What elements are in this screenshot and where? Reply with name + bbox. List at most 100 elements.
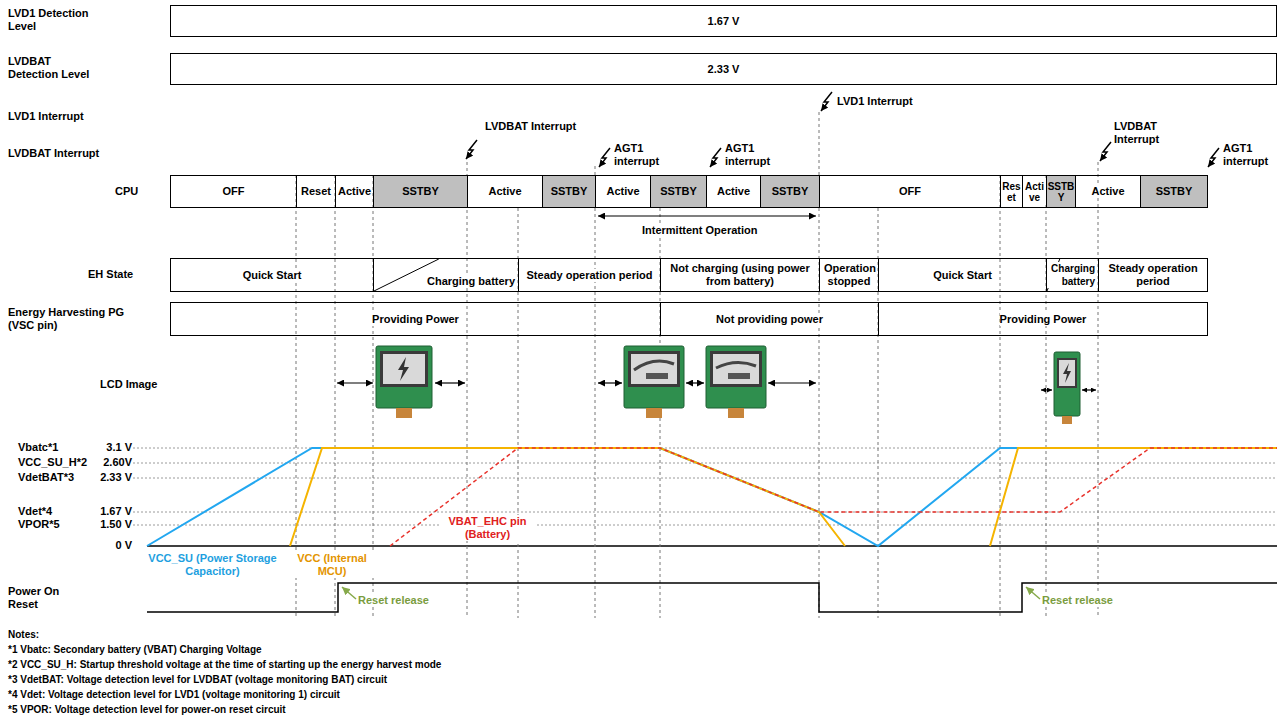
cpu-standby-box: SSTBY bbox=[373, 175, 468, 208]
state-label: Not providing power bbox=[716, 313, 823, 326]
row-label: LVD1 Interrupt bbox=[8, 110, 84, 123]
row-label: EH State bbox=[88, 268, 133, 281]
board-bezel bbox=[710, 351, 762, 387]
span-arrow bbox=[598, 215, 816, 216]
detection-level-bar: 2.33 V bbox=[170, 53, 1277, 85]
zero-baseline bbox=[147, 545, 1277, 547]
level-symbol: VPOR*5 bbox=[18, 518, 60, 531]
cpu-state-box: Active bbox=[1022, 175, 1047, 208]
event-line bbox=[1000, 175, 1001, 618]
interrupt-bolt bbox=[466, 140, 477, 159]
interrupt-bolt bbox=[599, 148, 610, 167]
screen-graphic bbox=[634, 361, 674, 370]
vbat-curve bbox=[390, 448, 1277, 546]
note-text: *3 VdetBAT: Voltage detection level for … bbox=[8, 673, 387, 686]
interrupt-label: AGT1 interrupt bbox=[614, 142, 668, 168]
screen-graphic bbox=[716, 362, 756, 368]
state-label: OFF bbox=[899, 185, 921, 198]
span-arrow bbox=[435, 382, 465, 383]
state-label: SSTBY bbox=[660, 185, 697, 198]
interrupt-bolt bbox=[1208, 148, 1219, 167]
board-screen bbox=[383, 354, 425, 384]
state-label: SSTBY bbox=[1156, 185, 1193, 198]
row-label: LVDBAT Detection Level bbox=[8, 55, 98, 81]
span-arrow bbox=[768, 382, 816, 383]
span-arrow bbox=[337, 382, 373, 383]
detection-level-bar: 1.67 V bbox=[170, 5, 1277, 37]
state-label: Not charging (using power from battery) bbox=[665, 262, 815, 288]
level-symbol: VCC_SU_H*2 bbox=[18, 456, 87, 469]
cpu-state-box: Reset bbox=[296, 175, 336, 208]
row-label: LVDBAT Interrupt bbox=[8, 147, 99, 160]
lcd-board bbox=[706, 346, 766, 418]
board-ribbon bbox=[728, 408, 744, 418]
board-ribbon bbox=[646, 408, 662, 418]
state-label: Reset bbox=[301, 185, 331, 198]
board-body bbox=[376, 346, 432, 408]
level-value: 0 V bbox=[80, 539, 132, 552]
note-text: *4 Vdet: Voltage detection level for LVD… bbox=[8, 688, 340, 701]
lcd-board bbox=[376, 346, 432, 418]
state-label: Quick Start bbox=[243, 269, 302, 282]
board-body bbox=[624, 346, 684, 408]
span-arrow bbox=[1041, 389, 1052, 390]
note-text: *5 VPOR: Voltage detection level for pow… bbox=[8, 703, 286, 716]
cpu-standby-box: SSTBY bbox=[542, 175, 596, 208]
state-label: Charging battery bbox=[1047, 262, 1095, 288]
row-label: Energy Harvesting PG (VSC pin) bbox=[8, 306, 133, 332]
span-arrow bbox=[1082, 389, 1096, 390]
state-label: 2.33 V bbox=[708, 63, 740, 76]
state-label: OFF bbox=[223, 185, 245, 198]
level-guide bbox=[133, 463, 1277, 464]
state-label: Active bbox=[1023, 181, 1046, 203]
state-label: SSTBY bbox=[402, 185, 439, 198]
reset-release-arrow bbox=[342, 587, 356, 599]
state-label: SSTBY bbox=[772, 185, 809, 198]
level-value: 1.67 V bbox=[80, 505, 132, 518]
eh-state-box: Operation stopped bbox=[819, 258, 879, 292]
lcd-board bbox=[624, 346, 684, 418]
row-label: LVD1 Detection Level bbox=[8, 7, 108, 33]
cpu-standby-box: SSTBY bbox=[760, 175, 820, 208]
state-label: Operation stopped bbox=[824, 262, 874, 288]
level-guide bbox=[133, 512, 1277, 513]
state-label: Quick Start bbox=[933, 269, 992, 282]
eh-state-box: Quick Start bbox=[878, 258, 1047, 292]
pg-state-box: Providing Power bbox=[878, 302, 1208, 336]
interrupt-bolt bbox=[821, 92, 832, 111]
curve-label: VBAT_EHC pin (Battery) bbox=[440, 515, 535, 541]
curve-label: VCC (Internal MCU) bbox=[288, 552, 376, 578]
cpu-state-box: OFF bbox=[819, 175, 1001, 208]
por-waveform bbox=[147, 583, 1277, 612]
board-ribbon bbox=[1062, 416, 1072, 424]
cpu-state-box: Active bbox=[1075, 175, 1141, 208]
span-label: Intermittent Operation bbox=[642, 224, 758, 237]
level-symbol: Vdet*4 bbox=[18, 505, 52, 518]
eh-state-box: Quick Start bbox=[170, 258, 374, 292]
row-label: Power On Reset bbox=[8, 585, 78, 611]
interrupt-label: LVD1 Interrupt bbox=[837, 95, 913, 108]
span-arrow bbox=[686, 382, 704, 383]
state-label: Active bbox=[1091, 185, 1124, 198]
note-text: *2 VCC_SU_H: Startup threshold voltage a… bbox=[8, 658, 441, 671]
eh-state-box: Steady operation period bbox=[1098, 258, 1208, 292]
interrupt-label: AGT1 interrupt bbox=[725, 142, 779, 168]
state-label: Charging battery bbox=[427, 275, 515, 288]
interrupt-label: LVDBAT Interrupt bbox=[485, 120, 576, 133]
board-body bbox=[706, 346, 766, 408]
state-label: Active bbox=[717, 185, 750, 198]
eh-state-box: Steady operation period bbox=[518, 258, 661, 292]
state-label: Active bbox=[338, 186, 371, 197]
note-text: *1 Vbatc: Secondary battery (VBAT) Charg… bbox=[8, 643, 262, 656]
board-bezel bbox=[380, 351, 428, 387]
vcc-su-curve bbox=[147, 448, 1277, 546]
level-value: 1.50 V bbox=[80, 518, 132, 531]
event-line bbox=[595, 166, 596, 618]
event-line bbox=[1098, 162, 1099, 618]
board-bezel bbox=[1057, 358, 1077, 388]
reset-release-label: Reset release bbox=[358, 594, 429, 607]
state-label: Steady operation period bbox=[527, 269, 653, 282]
lcd-board bbox=[1054, 352, 1080, 424]
